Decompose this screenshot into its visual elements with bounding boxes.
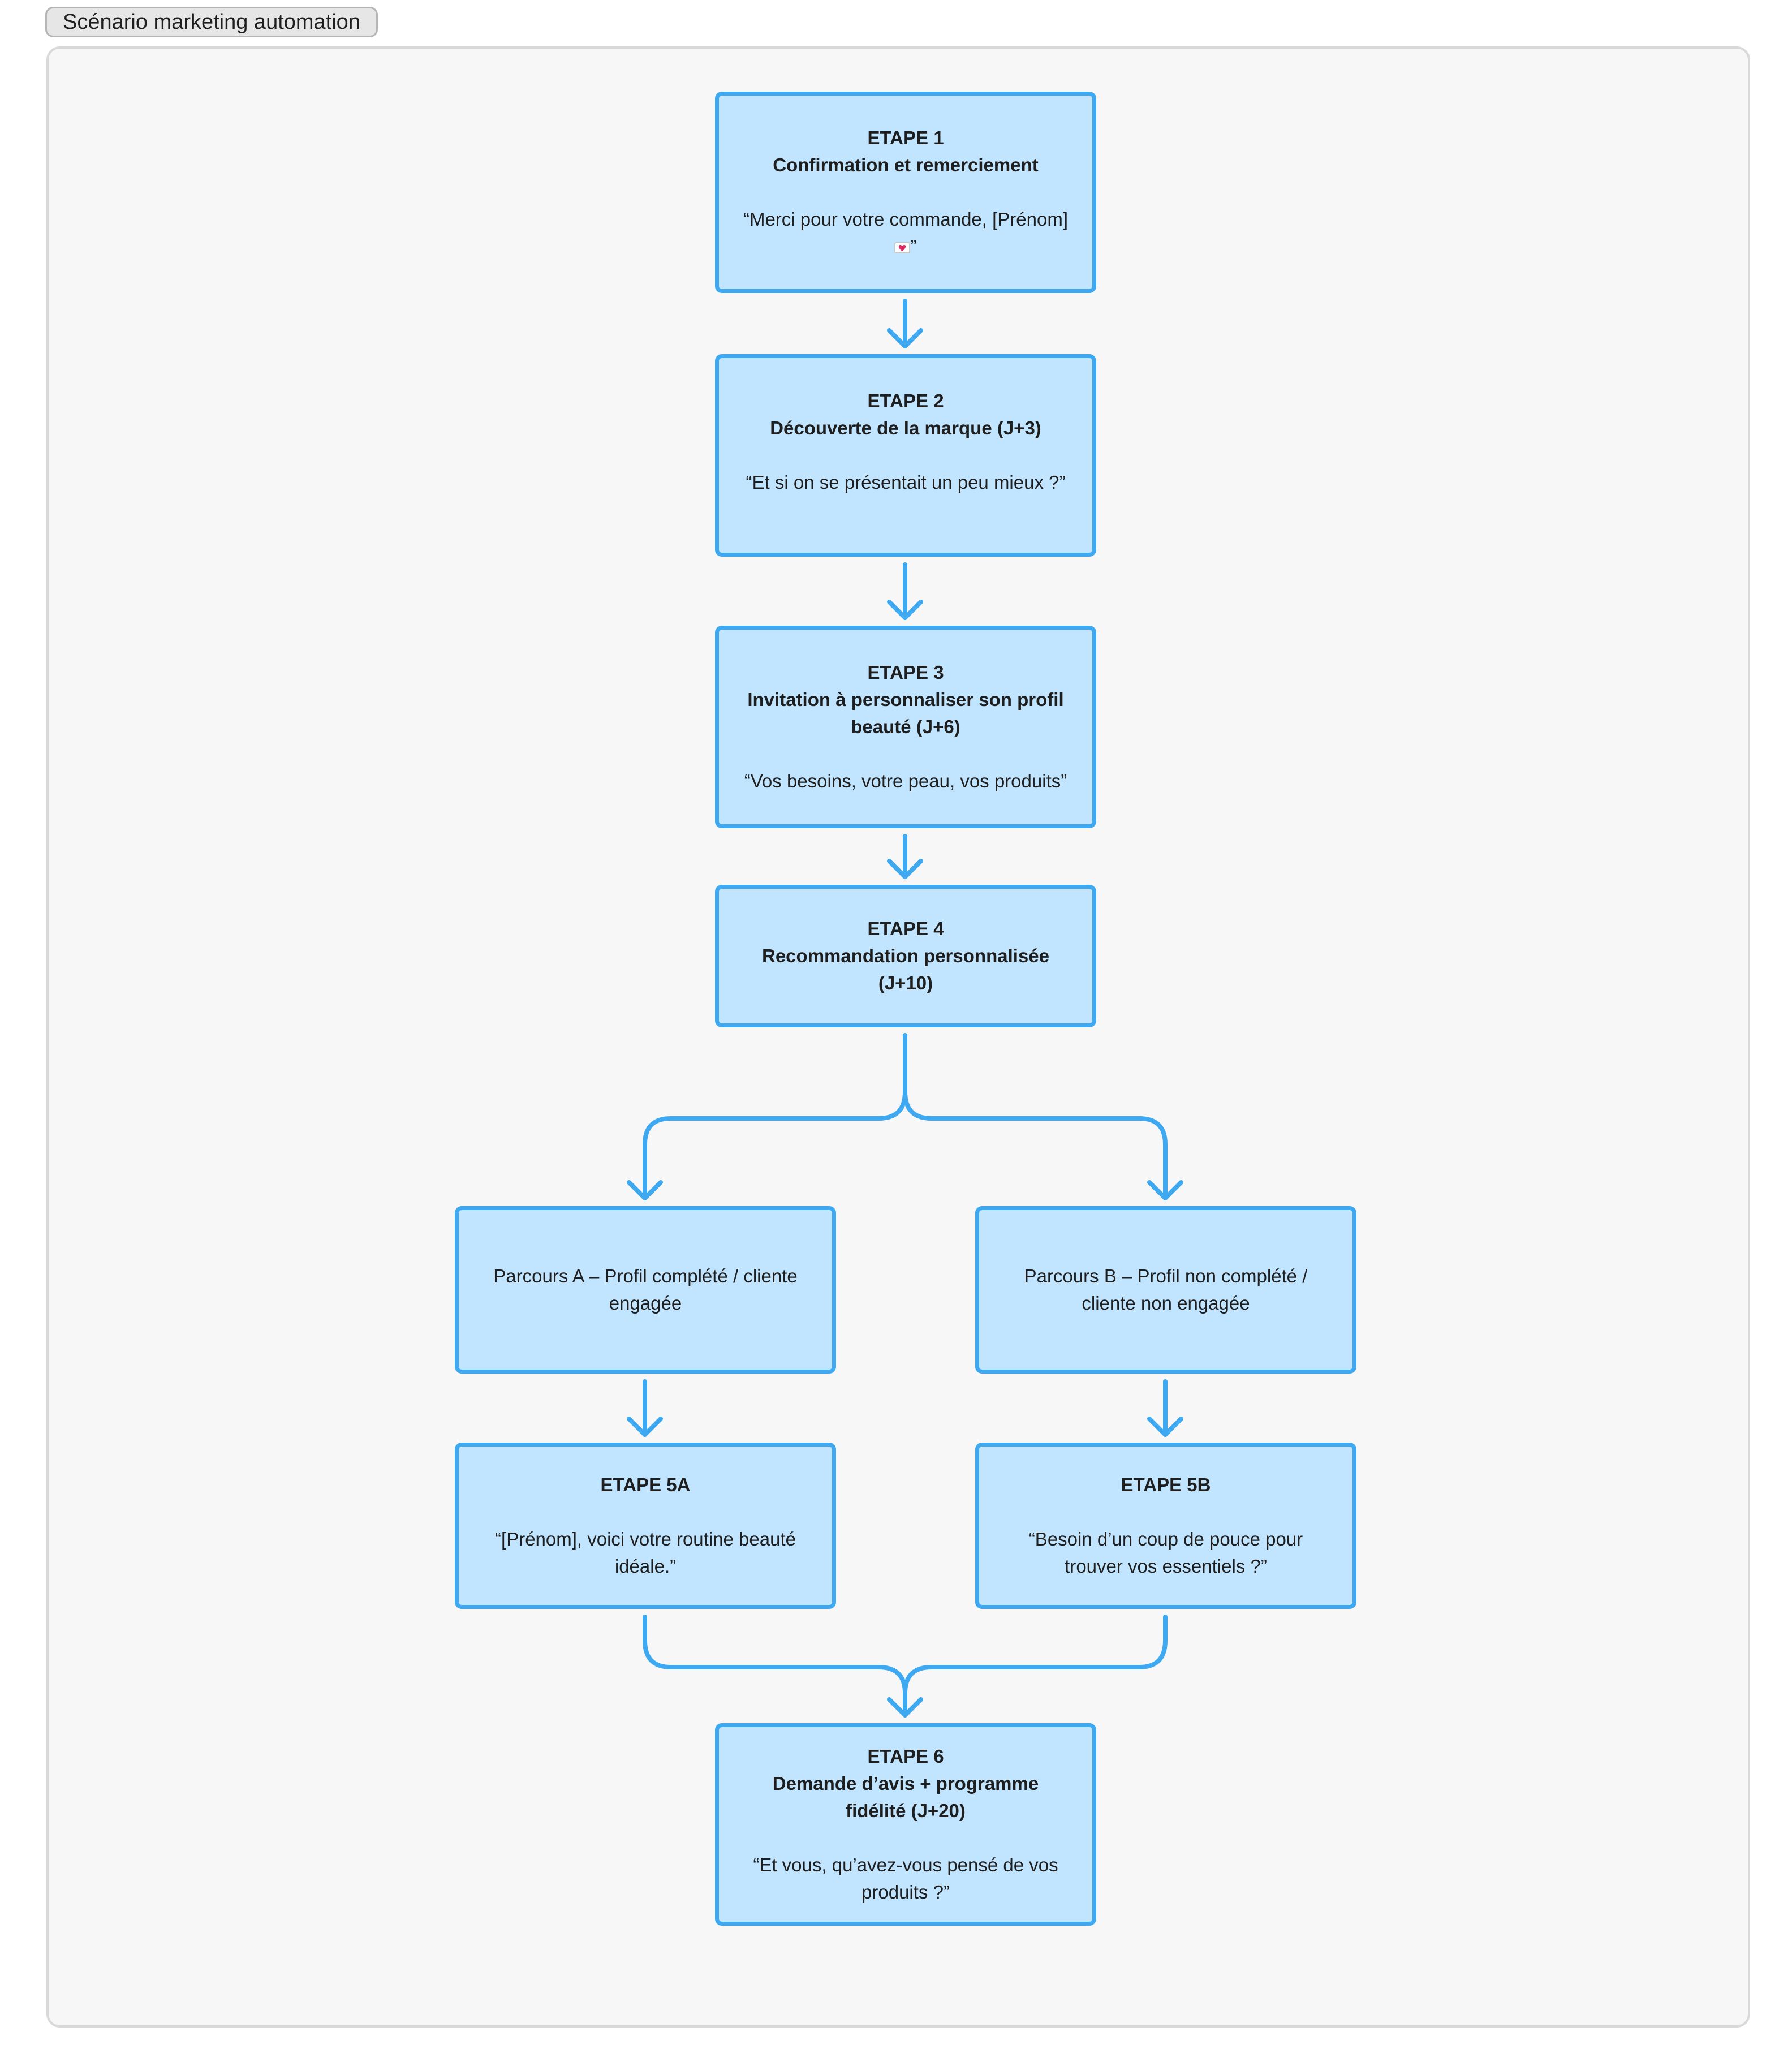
etape4-title: Recommandation personnalisée (J+10) bbox=[762, 945, 1049, 993]
etape1-quote: “Merci pour votre commande, [Prénom] ” bbox=[743, 206, 1068, 260]
node-parcours-a[interactable]: Parcours A – Profil complété / cliente e… bbox=[455, 1206, 836, 1374]
etape3-step: ETAPE 3 bbox=[867, 662, 944, 683]
etape2-step: ETAPE 2 bbox=[867, 390, 944, 411]
node-parcours-b[interactable]: Parcours B – Profil non complété / clien… bbox=[975, 1206, 1356, 1374]
node-etape5a[interactable]: ETAPE 5A “[Prénom], voici votre routine … bbox=[455, 1443, 836, 1609]
etape2-title: Découverte de la marque (J+3) bbox=[770, 417, 1041, 438]
arrow-etape4-parcoursA bbox=[643, 1033, 907, 1200]
arrowhead-etape4-parcoursB bbox=[1147, 1180, 1183, 1200]
node-etape2[interactable]: ETAPE 2 Découverte de la marque (J+3) “E… bbox=[715, 354, 1096, 557]
arrowhead-etape2-etape3 bbox=[887, 600, 923, 620]
arrowhead-parcoursB-etape5b bbox=[1147, 1417, 1183, 1437]
arrow-etape4-parcoursB bbox=[903, 1090, 1168, 1200]
arrowhead-merge-etape6 bbox=[887, 1697, 923, 1718]
etape1-title: Confirmation et remerciement bbox=[773, 154, 1039, 175]
etape2-quote: “Et si on se présentait un peu mieux ?” bbox=[746, 472, 1066, 493]
etape6-quote: “Et vous, qu’avez-vous pensé de vos prod… bbox=[753, 1854, 1058, 1903]
etape6-title: Demande d’avis + programme fidélité (J+2… bbox=[772, 1773, 1039, 1821]
arrowhead-etape4-parcoursA bbox=[627, 1180, 663, 1200]
etape1-quote-end: ” bbox=[910, 236, 917, 257]
etape6-step: ETAPE 6 bbox=[867, 1746, 944, 1767]
etape4-step: ETAPE 4 bbox=[867, 918, 944, 939]
parcours-b-text: Parcours B – Profil non complété / clien… bbox=[1024, 1266, 1308, 1314]
etape1-quote-text: “Merci pour votre commande, [Prénom] bbox=[743, 209, 1069, 230]
node-etape5b[interactable]: ETAPE 5B “Besoin d’un coup de pouce pour… bbox=[975, 1443, 1356, 1609]
frame-label[interactable]: Scénario marketing automation bbox=[45, 7, 378, 37]
arrow-etape5b-etape6 bbox=[903, 1615, 1168, 1695]
etape5b-step: ETAPE 5B bbox=[1121, 1474, 1211, 1495]
etape5a-quote: “[Prénom], voici votre routine beauté id… bbox=[495, 1529, 796, 1577]
etape3-title: Invitation à personnaliser son profil be… bbox=[747, 689, 1064, 737]
parcours-a-text: Parcours A – Profil complété / cliente e… bbox=[493, 1266, 798, 1314]
node-etape1[interactable]: ETAPE 1 Confirmation et remerciement “Me… bbox=[715, 92, 1096, 293]
arrow-etape5a-etape6 bbox=[643, 1615, 907, 1718]
node-etape3[interactable]: ETAPE 3 Invitation à personnaliser son p… bbox=[715, 626, 1096, 828]
etape3-quote: “Vos besoins, votre peau, vos produits” bbox=[744, 771, 1067, 791]
etape1-step: ETAPE 1 bbox=[867, 127, 944, 148]
etape5b-quote: “Besoin d’un coup de pouce pour trouver … bbox=[1028, 1529, 1303, 1577]
arrowhead-etape1-etape2 bbox=[887, 328, 923, 348]
love-letter-icon bbox=[894, 242, 911, 254]
etape5a-step: ETAPE 5A bbox=[600, 1474, 691, 1495]
node-etape4[interactable]: ETAPE 4 Recommandation personnalisée (J+… bbox=[715, 885, 1096, 1027]
arrowhead-parcoursA-etape5a bbox=[627, 1417, 663, 1437]
arrowhead-etape3-etape4 bbox=[887, 859, 923, 879]
node-etape6[interactable]: ETAPE 6 Demande d’avis + programme fidél… bbox=[715, 1723, 1096, 1926]
